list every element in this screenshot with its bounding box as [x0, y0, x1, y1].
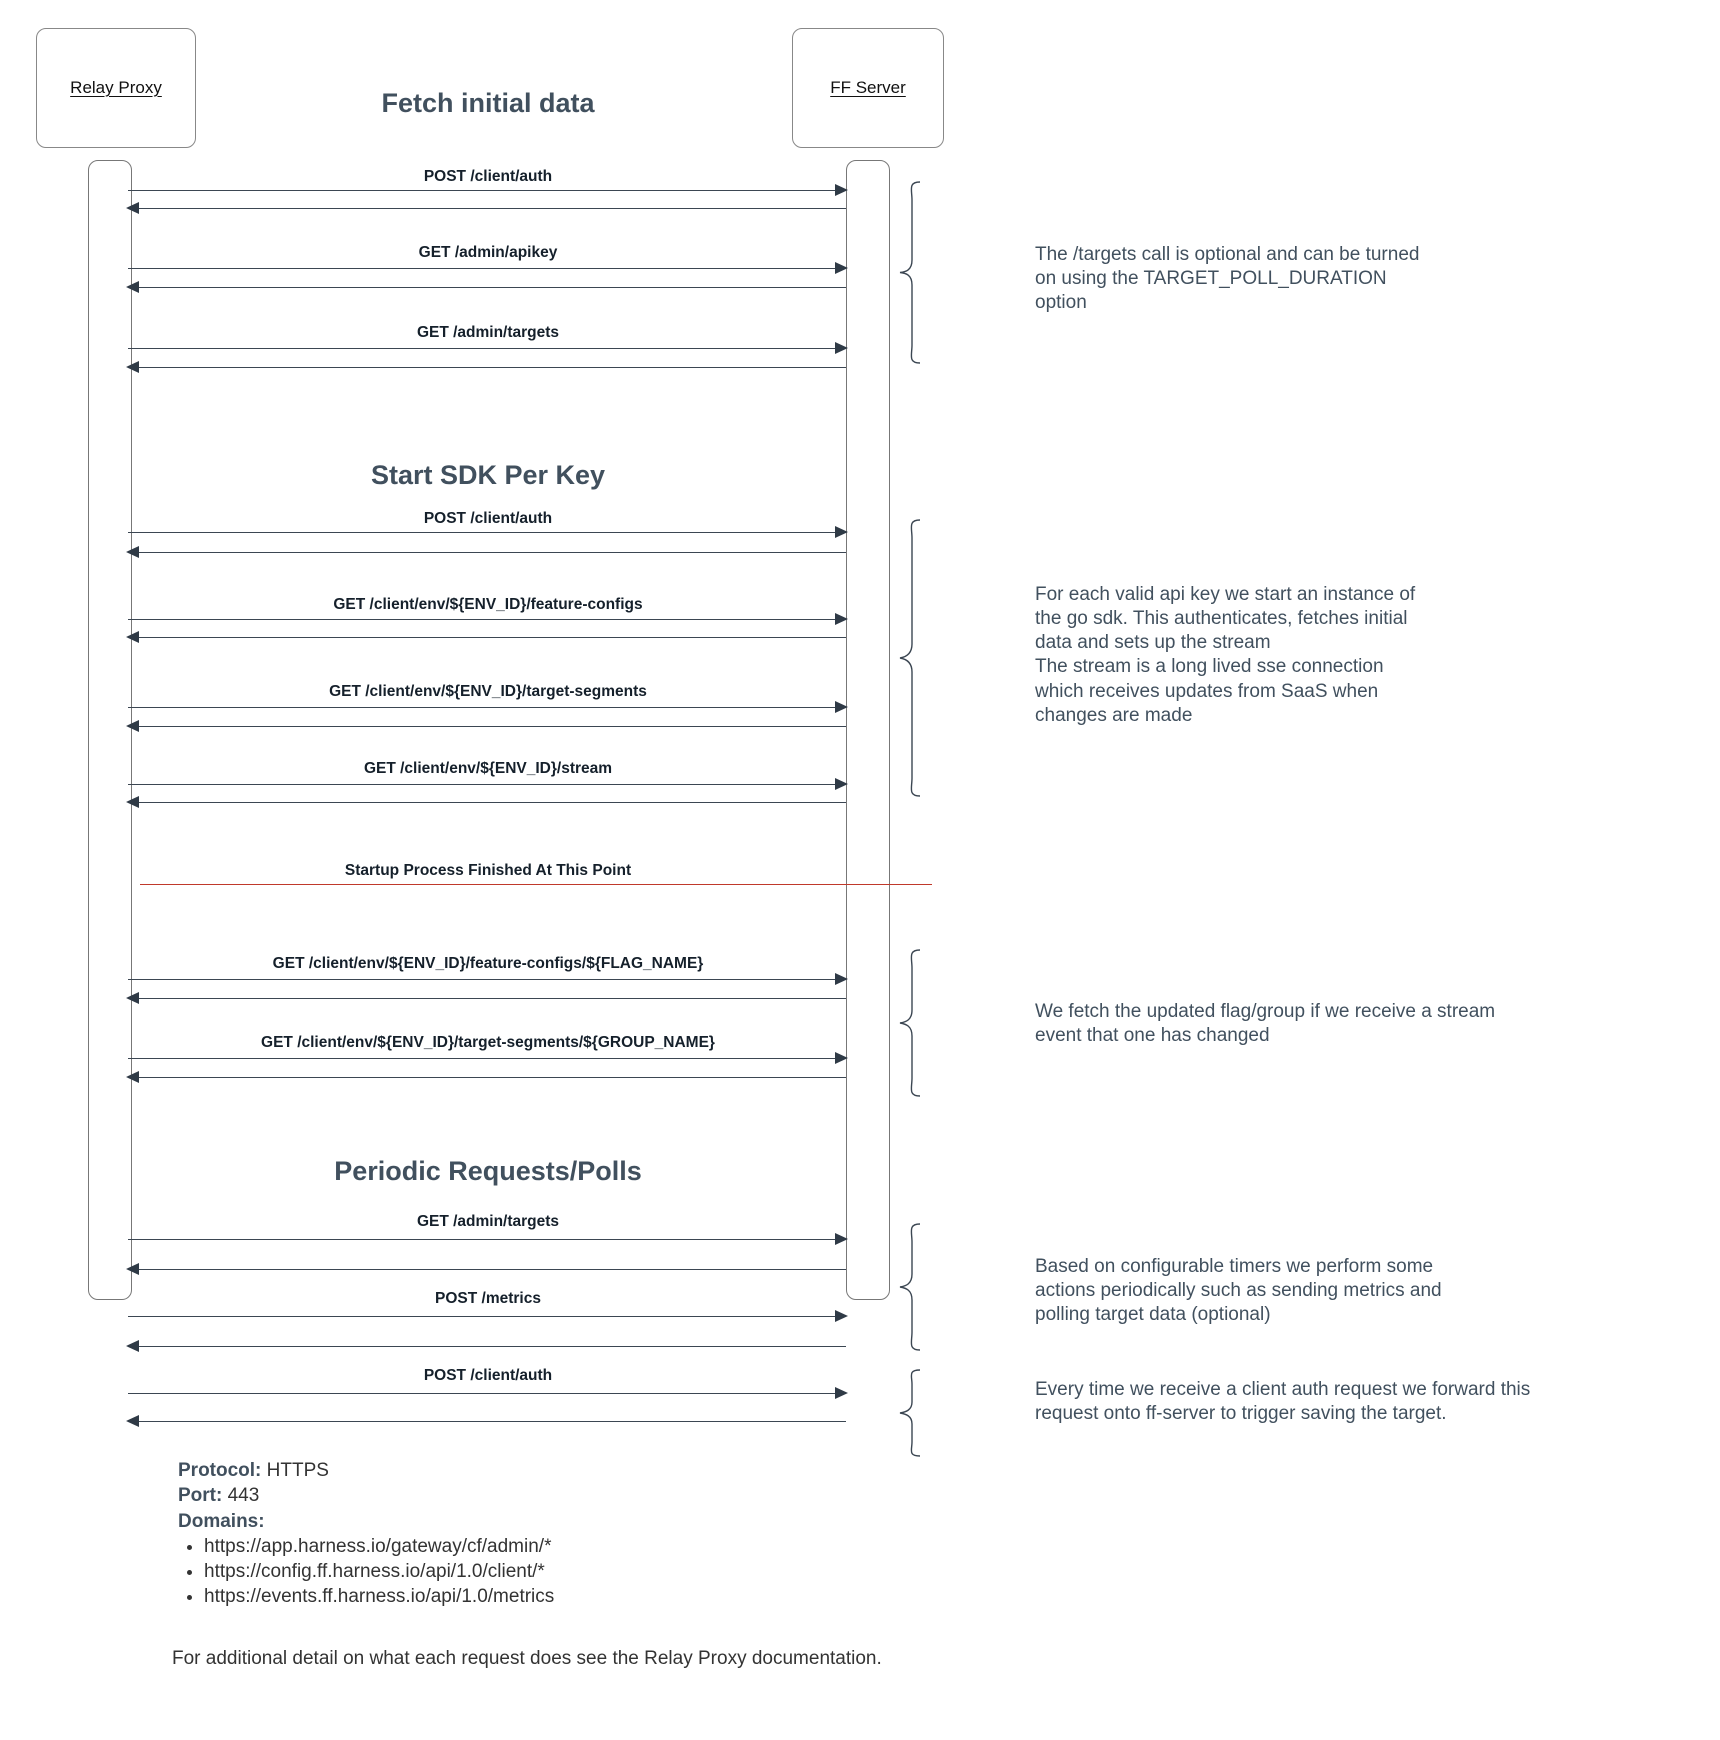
- arrowhead-m8-request: [835, 973, 848, 985]
- message-label-m2: GET /admin/apikey: [418, 244, 558, 261]
- arrowhead-m10-request: [835, 1233, 848, 1245]
- arrowhead-m9-request: [835, 1052, 848, 1064]
- arrowhead-m3-response: [126, 361, 139, 373]
- brace-note-periodic: [898, 1222, 924, 1352]
- message-arrow-m11-response: [128, 1346, 846, 1347]
- message-arrow-m3-request: [128, 348, 846, 349]
- section-title-fetch-initial-data: Fetch initial data: [381, 88, 595, 118]
- message-arrow-m9-request: [128, 1058, 846, 1059]
- actor-box-relay-proxy[interactable]: Relay Proxy: [36, 28, 196, 148]
- arrowhead-m7-response: [126, 796, 139, 808]
- message-arrow-m10-request: [128, 1239, 846, 1240]
- message-label-m9: GET /client/env/${ENV_ID}/target-segment…: [261, 1034, 715, 1051]
- section-title-start-sdk-per-key: Start SDK Per Key: [370, 460, 606, 490]
- arrowhead-m6-response: [126, 720, 139, 732]
- lifeline-relay-proxy: [88, 160, 132, 1300]
- message-arrow-m6-response: [128, 726, 846, 727]
- footer-info-block: Protocol: HTTPS Port: 443 Domains: https…: [178, 1458, 978, 1610]
- footer-protocol-row: Protocol: HTTPS: [178, 1458, 978, 1483]
- footer-domains-key: Domains:: [178, 1510, 265, 1532]
- message-arrow-m4-response: [128, 552, 846, 553]
- arrowhead-m11-response: [126, 1340, 139, 1352]
- arrowhead-m3-request: [835, 342, 848, 354]
- message-label-m5: GET /client/env/${ENV_ID}/feature-config…: [333, 596, 643, 613]
- message-arrow-m5-request: [128, 619, 846, 620]
- note-targets: The /targets call is optional and can be…: [1035, 244, 1420, 314]
- actor-label-ff-server: FF Server: [830, 78, 906, 97]
- lifeline-ff-server: [846, 160, 890, 1300]
- arrowhead-m8-response: [126, 992, 139, 1004]
- message-arrow-m7-response: [128, 802, 846, 803]
- message-label-m6: GET /client/env/${ENV_ID}/target-segment…: [329, 683, 647, 700]
- arrowhead-m5-response: [126, 631, 139, 643]
- message-arrow-m1-response: [128, 208, 846, 209]
- arrowhead-m7-request: [835, 778, 848, 790]
- brace-note-stream: [898, 948, 924, 1098]
- message-label-m10: GET /admin/targets: [416, 1213, 560, 1230]
- note-stream: We fetch the updated flag/group if we re…: [1035, 1001, 1496, 1047]
- footer-domain-list: https://app.harness.io/gateway/cf/admin/…: [178, 1534, 978, 1610]
- list-item: https://app.harness.io/gateway/cf/admin/…: [204, 1534, 978, 1559]
- brace-note-sdk: [898, 518, 924, 798]
- message-arrow-m2-request: [128, 268, 846, 269]
- note-sdk: For each valid api key we start an insta…: [1035, 584, 1416, 726]
- arrowhead-m11-request: [835, 1310, 848, 1322]
- footer-protocol-key: Protocol:: [178, 1460, 262, 1481]
- message-arrow-m12-request: [128, 1393, 846, 1394]
- footer-domains-row: Domains:: [178, 1509, 978, 1534]
- brace-note-auth: [898, 1368, 924, 1458]
- arrowhead-m1-request: [835, 184, 848, 196]
- arrowhead-m4-request: [835, 526, 848, 538]
- message-arrow-m10-response: [128, 1269, 846, 1270]
- message-arrow-m5-response: [128, 637, 846, 638]
- footer-port-row: Port: 443: [178, 1483, 978, 1508]
- message-arrow-m2-response: [128, 287, 846, 288]
- arrowhead-m5-request: [835, 613, 848, 625]
- message-arrow-m8-response: [128, 998, 846, 999]
- brace-note-targets: [898, 180, 924, 365]
- arrowhead-m2-response: [126, 281, 139, 293]
- arrowhead-m2-request: [835, 262, 848, 274]
- list-item: https://config.ff.harness.io/api/1.0/cli…: [204, 1559, 978, 1584]
- message-label-m11: POST /metrics: [435, 1290, 541, 1307]
- footer-closing-note: For additional detail on what each reque…: [172, 1648, 882, 1669]
- arrowhead-m9-response: [126, 1071, 139, 1083]
- arrowhead-m12-request: [835, 1387, 848, 1399]
- message-arrow-m12-response: [128, 1421, 846, 1422]
- arrowhead-m1-response: [126, 202, 139, 214]
- message-arrow-m3-response: [128, 367, 846, 368]
- arrowhead-m4-response: [126, 546, 139, 558]
- footer-port-key: Port:: [178, 1485, 223, 1507]
- message-label-m7: GET /client/env/${ENV_ID}/stream: [363, 760, 613, 777]
- message-arrow-m1-request: [128, 190, 846, 191]
- actor-box-ff-server[interactable]: FF Server: [792, 28, 944, 148]
- divider-label-startup-finished: Startup Process Finished At This Point: [344, 862, 632, 879]
- message-arrow-m8-request: [128, 979, 846, 980]
- message-arrow-m6-request: [128, 707, 846, 708]
- message-label-m8: GET /client/env/${ENV_ID}/feature-config…: [272, 955, 704, 972]
- footer-port-value: 443: [227, 1485, 260, 1507]
- arrowhead-m12-response: [126, 1415, 139, 1427]
- note-auth: Every time we receive a client auth requ…: [1035, 1379, 1531, 1425]
- footer-protocol-value: HTTPS: [266, 1460, 329, 1481]
- message-arrow-m9-response: [128, 1077, 846, 1078]
- arrowhead-m6-request: [835, 701, 848, 713]
- message-label-m1: POST /client/auth: [423, 168, 553, 185]
- message-arrow-m7-request: [128, 784, 846, 785]
- message-label-m12: POST /client/auth: [423, 1367, 553, 1384]
- list-item: https://events.ff.harness.io/api/1.0/met…: [204, 1584, 978, 1609]
- message-arrow-m4-request: [128, 532, 846, 533]
- arrowhead-m10-response: [126, 1263, 139, 1275]
- divider-line-startup-finished: [140, 884, 932, 885]
- section-title-periodic-requests: Periodic Requests/Polls: [334, 1156, 642, 1186]
- message-label-m3: GET /admin/targets: [416, 324, 560, 341]
- message-label-m4: POST /client/auth: [423, 510, 553, 527]
- note-periodic: Based on configurable timers we perform …: [1035, 1256, 1442, 1326]
- message-arrow-m11-request: [128, 1316, 846, 1317]
- actor-label-relay-proxy: Relay Proxy: [70, 78, 162, 97]
